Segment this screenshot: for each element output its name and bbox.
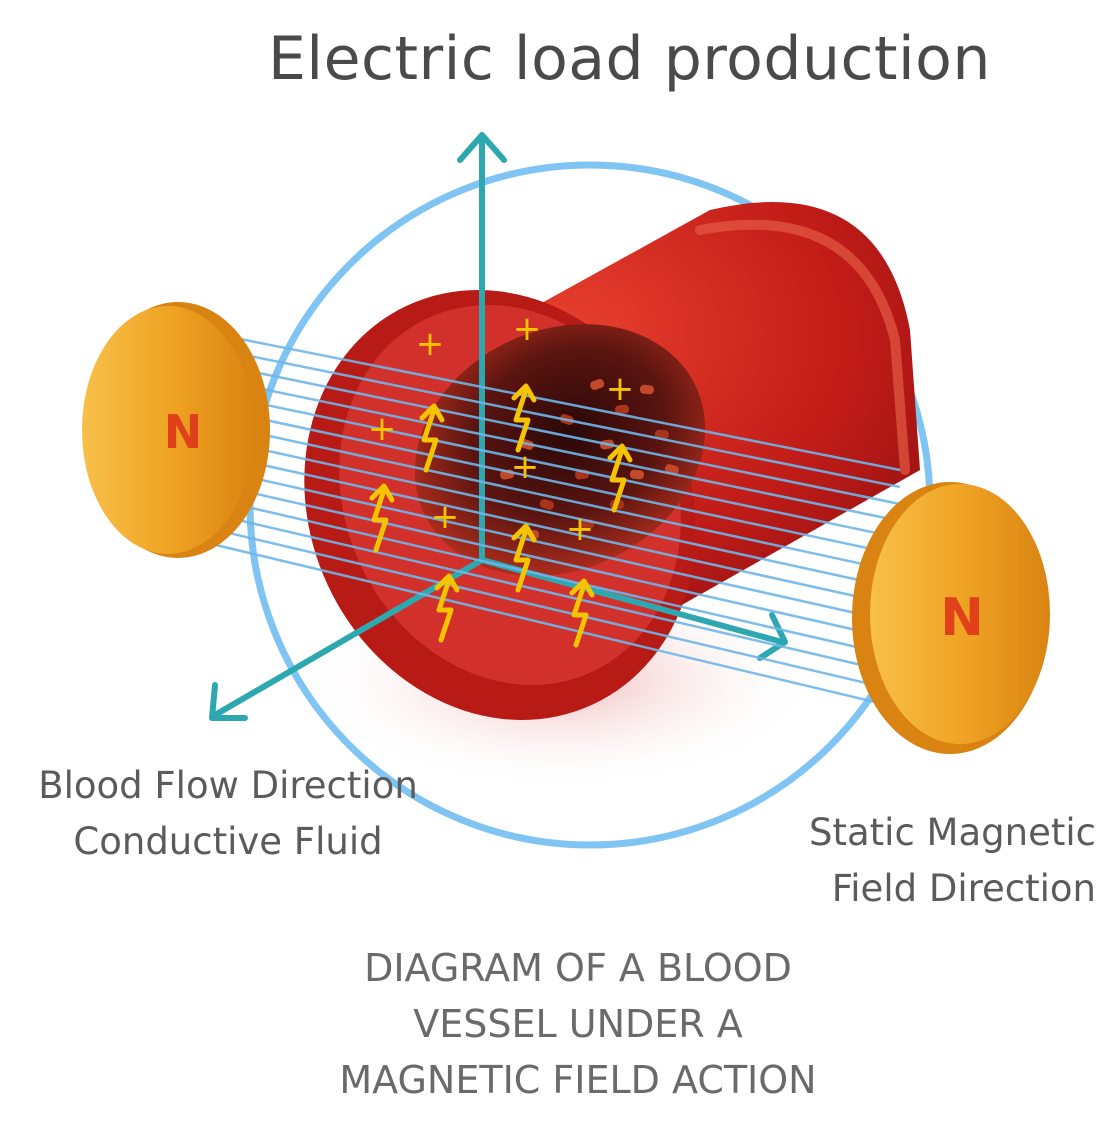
current-arrowhead [419,403,445,423]
positive-charge: + [431,497,460,537]
current-arrowhead [434,573,460,593]
positive-charge: + [368,409,397,449]
positive-charge: + [606,369,635,409]
positive-charge: + [416,324,445,364]
right-magnet-pole-label: N [940,588,984,648]
left-magnet: N [82,302,270,558]
caption-line3: MAGNETIC FIELD ACTION [339,1058,817,1102]
current-arrow [513,387,531,453]
positive-charge: + [566,509,595,549]
current-arrow [571,582,589,648]
magnetic-field-lines [194,328,901,710]
blood-flow-label-line1: Blood Flow Direction [38,764,418,807]
charges: + + + + + + + [368,309,635,648]
caption-line2: VESSEL UNDER A [413,1002,743,1046]
current-arrowhead [607,443,633,463]
current-arrowhead [569,578,595,598]
flow-axis-arrowhead [209,682,248,721]
left-magnet-pole-label: N [164,405,203,459]
blood-cell [615,404,630,415]
current-arrow [609,447,627,513]
blood-cell [654,429,669,440]
field-line [194,418,901,574]
current-arrow [436,577,454,643]
diagram-title: Electric load production [268,24,991,94]
field-line [194,478,901,642]
field-line [194,463,901,625]
magnetic-field-label: Static Magnetic Field Direction [770,805,1096,917]
current-arrow [421,407,439,473]
vertical-axis-arrowhead [457,132,507,163]
current-arrow [371,487,389,553]
magnetic-field-label-line2: Field Direction [831,867,1096,910]
blood-cell [629,469,644,480]
field-line [194,328,901,472]
field-line [194,373,901,523]
blood-flow-label: Blood Flow Direction Conductive Fluid [18,758,438,870]
field-line [194,508,901,676]
field-axis-arrowhead [757,612,788,661]
current-arrowhead [511,383,537,403]
current-arrow [513,527,531,593]
caption-line1: DIAGRAM OF A BLOOD [364,946,792,990]
positive-charge: + [511,447,540,487]
diagram-caption: DIAGRAM OF A BLOOD VESSEL UNDER A MAGNET… [278,940,878,1108]
blood-cell [639,384,654,395]
blood-cell [590,378,605,390]
field-line [194,358,901,506]
field-line [194,538,901,710]
field-line [194,388,901,540]
field-line [194,343,901,489]
field-line [194,523,901,693]
blood-cell [539,499,554,510]
blood-flow-label-line2: Conductive Fluid [73,820,383,863]
field-line [194,433,901,591]
positive-charge: + [513,309,542,349]
magnetic-field-label-line1: Static Magnetic [809,811,1096,854]
current-arrowhead [369,483,395,503]
field-line [194,403,901,557]
current-arrowhead [511,523,537,543]
field-line [194,448,901,608]
right-magnet: N [852,482,1050,754]
field-line [194,493,901,659]
